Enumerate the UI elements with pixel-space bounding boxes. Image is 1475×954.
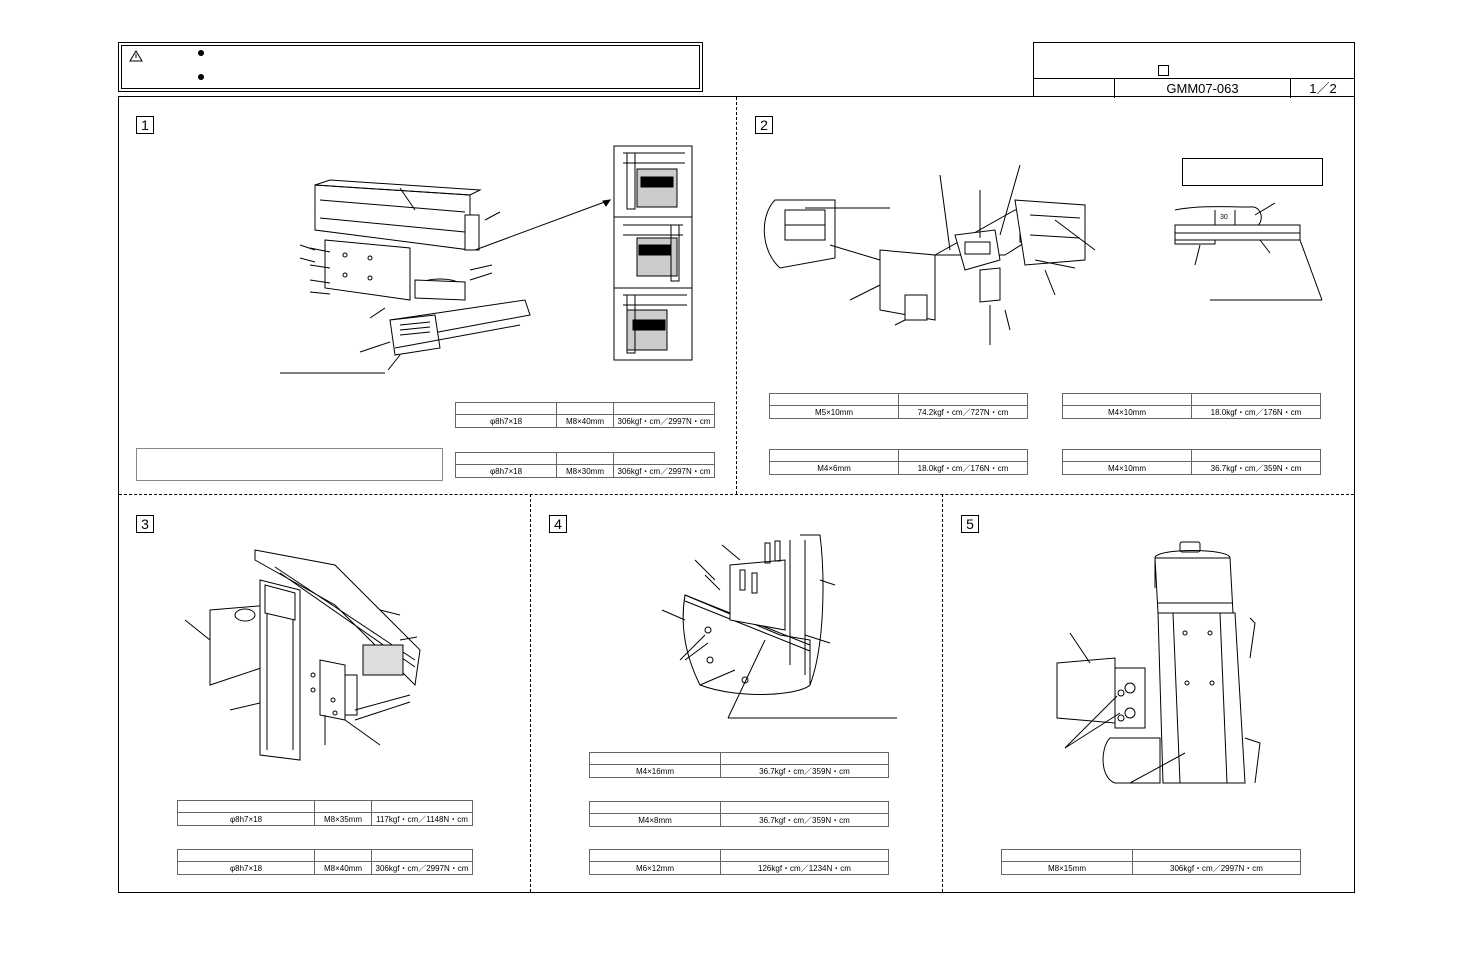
step-number-3: 3: [136, 515, 154, 533]
cell-pin: φ8h7×18: [455, 414, 557, 428]
step1-assembly-illustration: [270, 170, 620, 380]
cell-bolt: M4×6mm: [769, 461, 899, 475]
warning-triangle-icon: [129, 50, 143, 62]
cell-bolt: M8×30mm: [556, 464, 614, 478]
cell-torque: 36.7kgf・cm／359N・cm: [720, 764, 889, 778]
warning-box-inner: [121, 45, 700, 89]
cell-torque: 36.7kgf・cm／359N・cm: [1191, 461, 1321, 475]
cell-pin: φ8h7×18: [177, 861, 315, 875]
divider-v-3: [942, 494, 943, 892]
cell-bolt: M4×8mm: [589, 813, 721, 827]
step5-assembly-illustration: [1055, 538, 1265, 790]
cell-torque: 18.0kgf・cm／176N・cm: [898, 461, 1028, 475]
cell-bolt: M6×12mm: [589, 861, 721, 875]
cell-torque: 306kgf・cm／2997N・cm: [613, 464, 715, 478]
cell-bolt: M4×10mm: [1062, 405, 1192, 419]
cell-torque: 306kgf・cm／2997N・cm: [371, 861, 473, 875]
step4-assembly-illustration: [660, 535, 900, 725]
title-block-row: GMM07-063 1／2: [1034, 78, 1354, 98]
warning-bullet-2: [198, 74, 204, 80]
step3-assembly-illustration: [185, 545, 425, 765]
title-block: GMM07-063 1／2: [1033, 42, 1355, 98]
step-number-2: 2: [755, 116, 773, 134]
step1-orientation-insets: [613, 145, 693, 361]
doc-number: GMM07-063: [1166, 81, 1239, 96]
cell-bolt: M4×10mm: [1062, 461, 1192, 475]
divider-v-1: [736, 97, 737, 494]
cell-bolt: M5×10mm: [769, 405, 899, 419]
page-number: 1／2: [1309, 81, 1337, 96]
step1-note-box: [136, 448, 443, 481]
warning-box: [118, 42, 703, 92]
warning-bullet-1: [198, 50, 204, 56]
cell-torque: 36.7kgf・cm／359N・cm: [720, 813, 889, 827]
cell-torque: 126kgf・cm／1234N・cm: [720, 861, 889, 875]
step2-label-box: [1182, 158, 1323, 186]
step-number-5: 5: [961, 515, 979, 533]
cell-torque: 117kgf・cm／1148N・cm: [371, 812, 473, 826]
cell-pin: φ8h7×18: [177, 812, 315, 826]
step2-detail-illustration: 30: [1170, 195, 1330, 305]
cell-torque: 306kgf・cm／2997N・cm: [1132, 861, 1301, 875]
cell-torque: 74.2kgf・cm／727N・cm: [898, 405, 1028, 419]
detail-dimension-label: 30: [1220, 214, 1228, 221]
step-number-4: 4: [549, 515, 567, 533]
drawing-frame: [118, 96, 1355, 893]
cell-bolt: M8×35mm: [314, 812, 372, 826]
divider-h: [119, 494, 1354, 495]
divider-v-2: [530, 494, 531, 892]
cell-pin: φ8h7×18: [455, 464, 557, 478]
step2-assembly-illustration: [755, 160, 1115, 350]
cell-bolt: M8×40mm: [556, 414, 614, 428]
checkbox-icon: [1158, 65, 1169, 76]
cell-torque: 306kgf・cm／2997N・cm: [613, 414, 715, 428]
cell-bolt: M8×40mm: [314, 861, 372, 875]
cell-torque: 18.0kgf・cm／176N・cm: [1191, 405, 1321, 419]
cell-bolt: M8×15mm: [1001, 861, 1133, 875]
step-number-1: 1: [136, 116, 154, 134]
cell-bolt: M4×16mm: [589, 764, 721, 778]
